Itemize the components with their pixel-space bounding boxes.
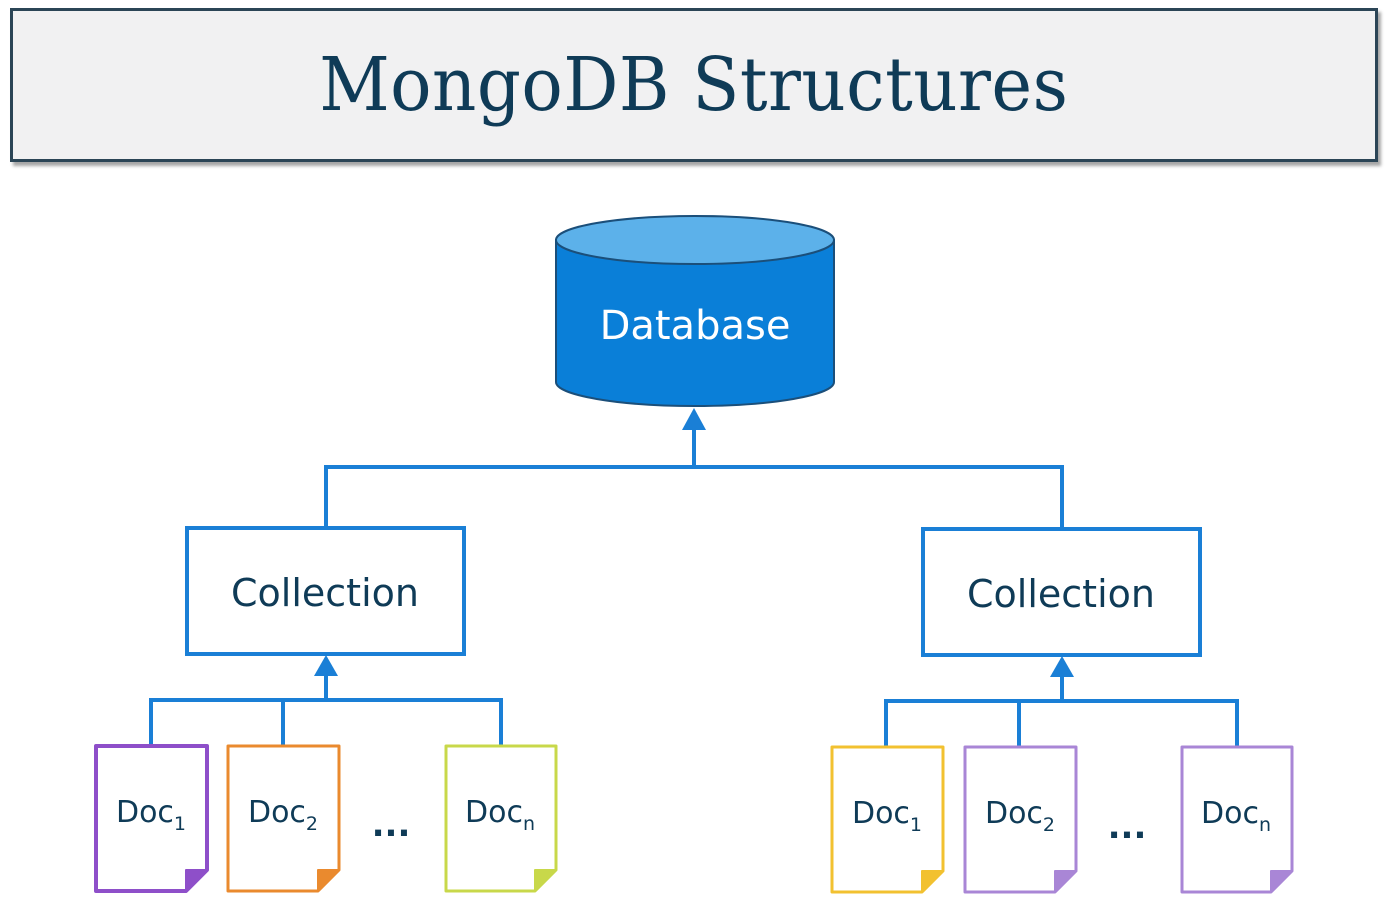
database-arrowhead bbox=[682, 408, 706, 430]
ellipsis: ... bbox=[372, 805, 411, 845]
document-fold bbox=[534, 869, 557, 892]
document-icon: Doc2 bbox=[963, 745, 1078, 894]
collection-label: Collection bbox=[231, 571, 419, 615]
collection-box bbox=[185, 526, 466, 656]
document-label: Doc1 bbox=[116, 795, 186, 835]
document-fold bbox=[921, 870, 944, 893]
document-label: Docn bbox=[1201, 796, 1271, 836]
document-fold bbox=[317, 869, 340, 892]
database-label: Database bbox=[600, 303, 791, 349]
collection-right-connectors bbox=[884, 676, 1239, 746]
page-title: MongoDB Structures bbox=[319, 42, 1069, 128]
collection-left-connectors bbox=[149, 674, 503, 745]
database-top bbox=[555, 215, 835, 265]
collection-box bbox=[921, 527, 1202, 657]
collection-right: Collection bbox=[921, 527, 1202, 657]
document-fold bbox=[185, 869, 208, 892]
document-label: Docn bbox=[465, 795, 535, 835]
document-fold bbox=[1054, 870, 1077, 893]
document-label: Doc2 bbox=[248, 795, 318, 835]
document-fold bbox=[1270, 870, 1293, 893]
database-cylinder: Database bbox=[555, 215, 835, 407]
title-banner: MongoDB Structures bbox=[10, 8, 1378, 162]
database-connectors bbox=[324, 428, 1064, 528]
collection-left-arrowhead bbox=[314, 655, 338, 676]
document-icon: Doc2 bbox=[226, 744, 341, 893]
collection-label: Collection bbox=[967, 572, 1155, 616]
ellipsis: ... bbox=[1108, 807, 1147, 847]
collection-right-arrowhead bbox=[1050, 656, 1074, 677]
document-label: Doc2 bbox=[985, 796, 1055, 836]
document-icon: Doc1 bbox=[830, 745, 945, 894]
document-icon: Docn bbox=[1180, 745, 1294, 894]
database-body bbox=[555, 239, 835, 407]
document-icon: Docn bbox=[444, 744, 558, 893]
collection-left: Collection bbox=[185, 526, 466, 656]
document-icon: Doc1 bbox=[94, 744, 209, 893]
document-label: Doc1 bbox=[852, 796, 922, 836]
